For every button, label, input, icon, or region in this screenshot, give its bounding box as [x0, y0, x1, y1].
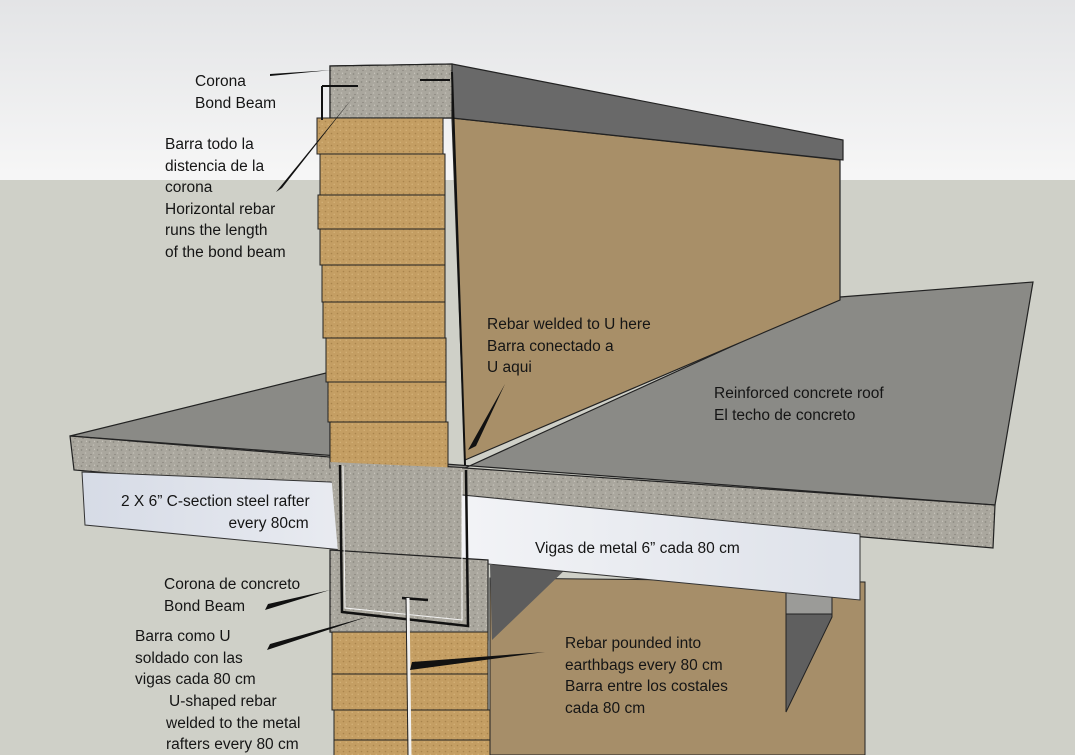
- label-line: cada 80 cm: [565, 699, 646, 717]
- label-line: soldado con las: [135, 649, 243, 667]
- label-line: Bond Beam: [164, 597, 245, 615]
- label-corona-top: Corona Bond Beam: [195, 71, 276, 114]
- label-rafter-en: 2 X 6” C-section steel rafter every 80cm: [121, 491, 310, 534]
- label-line: Barra todo la: [165, 136, 254, 153]
- label-line: every 80cm: [228, 514, 309, 532]
- label-line: Bond Beam: [195, 94, 276, 112]
- rebar-u-upper: [321, 71, 466, 466]
- label-line: Reinforced concrete roof: [714, 385, 884, 402]
- label-line: corona: [165, 179, 213, 196]
- label-line: Corona de concreto: [164, 576, 301, 593]
- label-line: El techo de concreto: [714, 406, 856, 424]
- label-line: of the bond beam: [165, 243, 286, 261]
- label-line: U-shaped rebar: [169, 693, 277, 710]
- label-line: runs the length: [165, 222, 268, 239]
- label-line: Corona: [195, 73, 246, 90]
- steel-rafter: [81, 471, 861, 601]
- label-line: 2 X 6” C-section steel rafter: [121, 493, 310, 510]
- lower-wall-bondbeam-top: [490, 565, 570, 640]
- upper-earthbag-stack: [316, 117, 449, 469]
- label-roof: Reinforced concrete roof El techo de con…: [714, 383, 884, 426]
- upper-column-base: [330, 462, 462, 560]
- callout-leaders: [265, 70, 545, 670]
- rebar-u-lower: [338, 464, 470, 755]
- label-line: Vigas de metal 6” cada 80 cm: [535, 540, 740, 557]
- label-corona-bottom: Corona de concreto Bond Beam: [164, 574, 300, 617]
- label-line: Barra entre los costales: [565, 678, 728, 695]
- label-rafter-es: Vigas de metal 6” cada 80 cm: [535, 538, 740, 560]
- label-line: U aqui: [487, 359, 532, 376]
- label-rebar-welded-top: Rebar welded to U here Barra conectado a…: [487, 314, 651, 379]
- label-line: rafters every 80 cm: [166, 736, 299, 753]
- label-line: vigas cada 80 cm: [135, 671, 256, 688]
- label-line: earthbags every 80 cm: [565, 656, 723, 674]
- label-rebar-length: Barra todo la distencia de la corona Hor…: [165, 134, 286, 263]
- label-u-rebar: Barra como U soldado con las vigas cada …: [135, 626, 256, 691]
- label-line: distencia de la: [165, 157, 265, 175]
- label-u-rebar-en: U-shaped rebar welded to the metal rafte…: [166, 691, 300, 756]
- label-line: welded to the metal: [166, 714, 301, 732]
- label-line: Rebar welded to U here: [487, 316, 651, 333]
- label-line: Rebar pounded into: [565, 635, 702, 652]
- upper-bondbeam-section: [329, 63, 453, 119]
- label-line: Barra como U: [135, 628, 231, 645]
- label-line: Horizontal rebar: [165, 200, 276, 218]
- label-rebar-pounded: Rebar pounded into earthbags every 80 cm…: [565, 633, 728, 719]
- label-line: Barra conectado a: [487, 337, 614, 355]
